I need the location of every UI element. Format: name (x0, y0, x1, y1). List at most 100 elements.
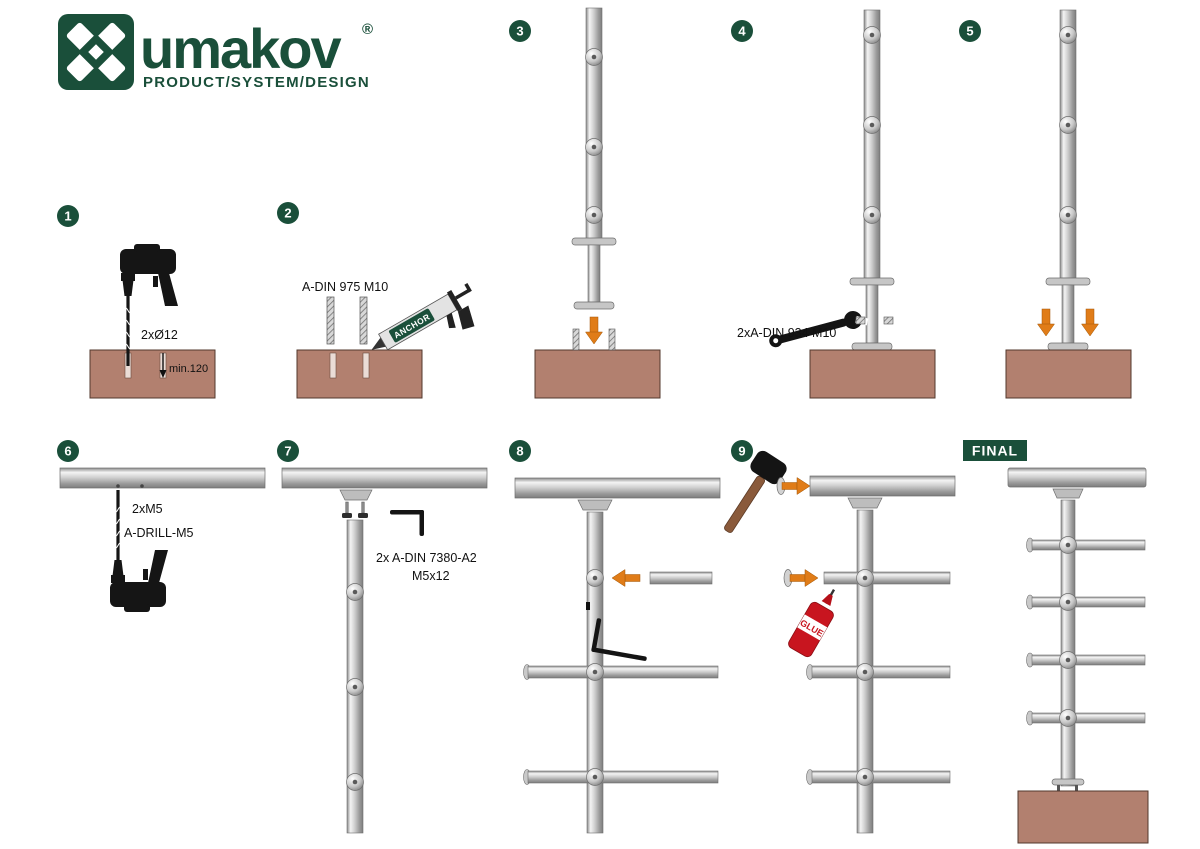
ball-fitting (1059, 709, 1077, 727)
logo-knot-icon (66, 22, 126, 82)
baluster-post (571, 7, 617, 310)
step-number: 5 (966, 24, 973, 39)
pilot-hole (140, 484, 144, 488)
ball-fitting (346, 773, 364, 791)
drill-bit-label: A-DRILL-M5 (124, 526, 194, 540)
ball-fitting (585, 48, 603, 66)
hex-nut (883, 316, 894, 325)
base-block (1005, 349, 1132, 399)
step-8-panel: 8 (509, 440, 721, 834)
brand-name: umakov (140, 17, 341, 80)
step-number: 2 (284, 206, 291, 221)
mount-screw (342, 501, 352, 518)
registered-mark: ® (362, 21, 373, 38)
threaded-rod-label: A-DIN 975 M10 (302, 280, 388, 294)
step-1-panel: 1 2xØ12 min.120 (57, 205, 216, 399)
base-plate (573, 301, 615, 310)
ball-fitting (586, 768, 604, 786)
cap-right-arrow-icon (789, 569, 819, 587)
step-8-badge: 8 (509, 440, 531, 462)
step-3-badge: 3 (509, 20, 531, 42)
hex-nut (855, 316, 866, 325)
step-number: 8 (516, 444, 523, 459)
pilot-hole (116, 484, 120, 488)
depth-arrow-icon (159, 353, 167, 378)
cover-flange (1051, 778, 1085, 786)
step-number: 9 (738, 444, 745, 459)
base-block (809, 349, 936, 399)
hole-depth-label: min.120 (169, 363, 208, 375)
final-badge: FINAL (963, 440, 1027, 461)
drilled-hole (329, 352, 337, 379)
step-4-panel: 4 2xA-DIN 934 M10 (731, 10, 936, 399)
ball-fitting (585, 138, 603, 156)
crossbar (1031, 654, 1146, 666)
insert-left-arrow-icon (611, 569, 641, 587)
crossbar (1031, 539, 1146, 551)
crossbar-segment (649, 571, 713, 585)
ball-fitting (856, 569, 874, 587)
screw-label: 2xM5 (132, 502, 163, 516)
step-number: 4 (738, 24, 746, 39)
step-5-badge: 5 (959, 20, 981, 42)
final-panel: FINAL (963, 440, 1149, 844)
crossbar (811, 665, 951, 679)
threaded-rod (359, 296, 368, 345)
crossbar (1031, 596, 1146, 608)
step-1-badge: 1 (57, 205, 79, 227)
mallet-icon (724, 450, 787, 533)
drill-icon (119, 243, 179, 367)
step-7-panel: 7 2x A-DIN 7380-A2 M5x12 (277, 440, 488, 834)
anchor-stud (1057, 785, 1060, 791)
cap-right-arrow-icon (781, 477, 811, 495)
step-3-panel: 3 (509, 7, 661, 399)
glue-bottle-icon: GLUE (788, 589, 836, 658)
drilled-hole (362, 352, 370, 379)
ball-fitting (856, 768, 874, 786)
handrail-tube (59, 467, 266, 489)
ball-fitting (1059, 536, 1077, 554)
step-9-badge: 9 (731, 440, 753, 462)
saddle-bracket (1052, 488, 1084, 499)
step-6-badge: 6 (57, 440, 79, 462)
crossbar (1031, 712, 1146, 724)
allen-key-icon (591, 618, 647, 661)
step-number: 3 (516, 24, 523, 39)
crossbar (527, 665, 719, 679)
step-9-panel: 9 GLUE (724, 440, 956, 834)
screw-din-label: 2x A-DIN 7380-A2 (376, 551, 477, 565)
base-block (1017, 790, 1149, 844)
umakov-logo: umakov ® PRODUCT/SYSTEM/DESIGN (58, 14, 373, 91)
crossbar (811, 770, 951, 784)
step-2-panel: 2 A-DIN 975 M10 ANCHOR (277, 202, 475, 399)
brand-tagline: PRODUCT/SYSTEM/DESIGN (143, 74, 370, 91)
baluster-post (1046, 10, 1090, 350)
ball-fitting (586, 663, 604, 681)
ball-fitting (586, 569, 604, 587)
cover-down-arrow-icon (1081, 308, 1099, 337)
hole-diameter-label: 2xØ12 (141, 328, 178, 342)
ball-fitting (856, 663, 874, 681)
handrail-tube (1007, 467, 1147, 488)
mount-down-arrow-icon (585, 316, 603, 345)
screw-size-label: M5x12 (412, 569, 450, 583)
allen-key-icon (390, 510, 424, 536)
step-6-panel: 6 2xM5 A-DRILL-M5 (57, 440, 266, 613)
baluster-post (850, 10, 894, 350)
saddle-bracket (847, 497, 883, 509)
grub-screw (586, 602, 590, 610)
step-7-badge: 7 (277, 440, 299, 462)
base-block (296, 349, 423, 399)
final-label: FINAL (972, 443, 1018, 459)
ball-fitting (346, 583, 364, 601)
step-2-badge: 2 (277, 202, 299, 224)
mount-screw (358, 501, 368, 518)
base-block (534, 349, 661, 399)
step-4-badge: 4 (731, 20, 753, 42)
ball-fitting (1059, 651, 1077, 669)
crossbar (527, 770, 719, 784)
nut-label: 2xA-DIN 934 M10 (737, 326, 836, 340)
step-number: 6 (64, 444, 71, 459)
